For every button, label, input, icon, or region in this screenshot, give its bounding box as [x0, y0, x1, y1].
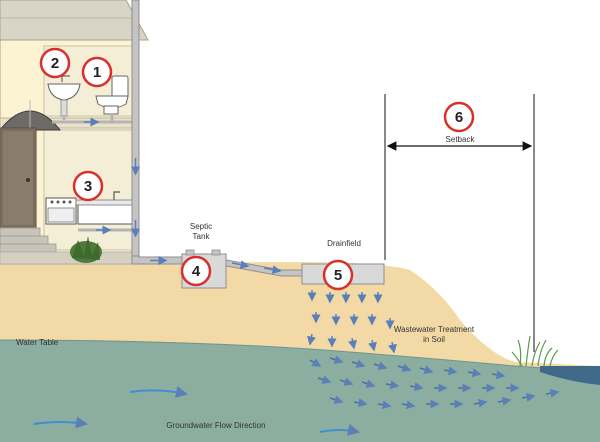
septic-label-line2: Tank: [193, 232, 211, 241]
reeds-plant: [511, 335, 559, 367]
svg-text:3: 3: [84, 178, 92, 195]
pond: [540, 366, 600, 385]
toilet: [95, 75, 129, 115]
treatment-label-line1: Wastewater Treatment: [394, 325, 475, 334]
marker-2: 2: [39, 47, 71, 79]
svg-text:1: 1: [93, 64, 101, 81]
stove: [45, 197, 77, 225]
groundwater-label: Groundwater Flow Direction: [166, 421, 265, 430]
groundwater-flow-arrows: [33, 386, 360, 436]
setback-label: Setback: [446, 135, 476, 144]
plume-arrows: [309, 355, 560, 410]
percolation-arrows: [307, 290, 397, 354]
marker-3: 3: [72, 170, 104, 202]
groundwater: [0, 340, 600, 442]
svg-text:5: 5: [334, 267, 342, 284]
setback-indicator: [384, 94, 535, 352]
treatment-label-line2: in Soil: [423, 335, 445, 344]
svg-text:6: 6: [455, 109, 463, 126]
drainfield-label: Drainfield: [327, 239, 361, 248]
marker-4: 4: [180, 255, 212, 287]
kitchen-sink: [75, 191, 135, 225]
water-table-line: [0, 339, 600, 373]
svg-text:4: 4: [192, 263, 201, 280]
shrub: [70, 236, 102, 263]
svg-text:2: 2: [51, 55, 59, 72]
marker-6: 6: [443, 101, 475, 133]
marker-5: 5: [322, 259, 354, 291]
bathroom-sink: [47, 75, 81, 117]
marker-1: 1: [81, 56, 113, 88]
septic-label-line1: Septic: [190, 222, 212, 231]
water-table-label: Water Table: [16, 338, 59, 347]
